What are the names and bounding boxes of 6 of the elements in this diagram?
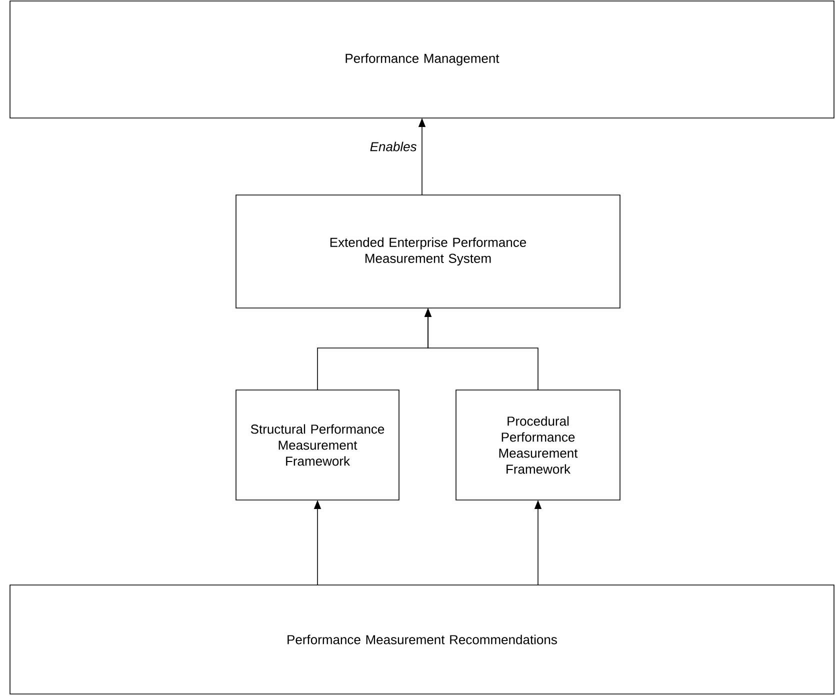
process-box: Procedural Performance Measurement Framework [456,390,620,500]
process-box: Structural Performance Measurement Framework [236,390,400,500]
process-box: Performance Measurement Recommendations [10,584,834,694]
edge-label: Enables [368,140,418,152]
process-box: Extended Enterprise Performance Measurement System [236,194,620,308]
process-box: Performance Management [10,0,834,118]
